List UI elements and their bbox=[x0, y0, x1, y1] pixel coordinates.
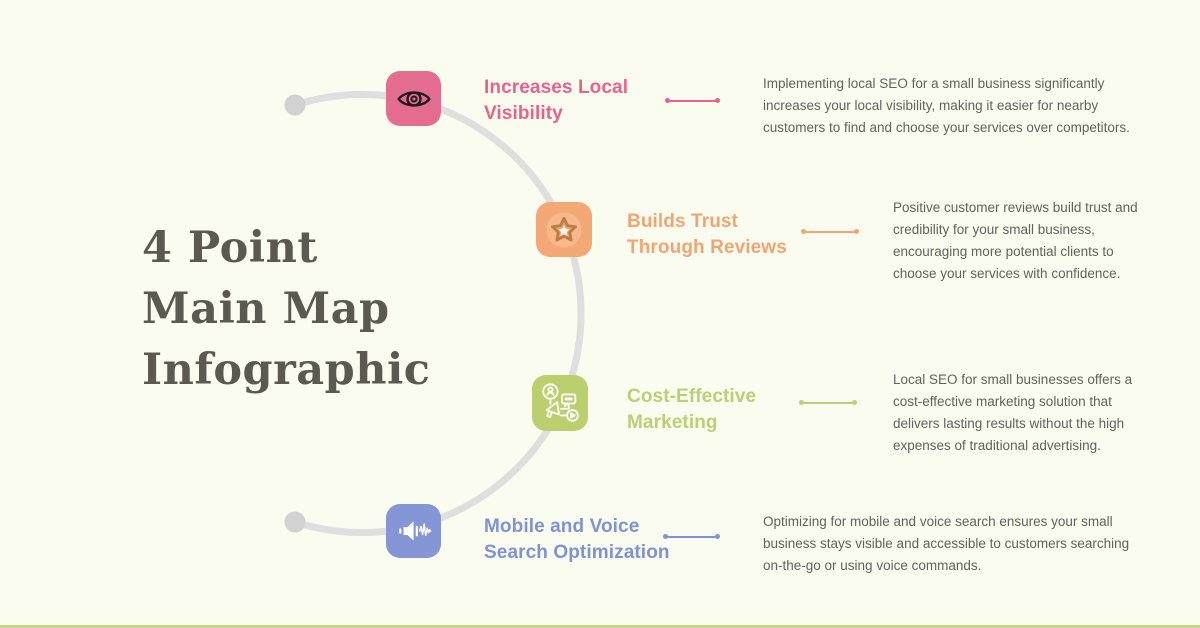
point-1-connector-arrow bbox=[665, 98, 720, 103]
point-4-title: Mobile and Voice Search Optimization bbox=[484, 516, 670, 563]
eye-icon bbox=[386, 71, 441, 126]
point-1-description: Implementing local SEO for a small busin… bbox=[763, 76, 1130, 135]
point-3-description: Local SEO for small businesses offers a … bbox=[893, 372, 1133, 453]
arc-start-dot bbox=[284, 94, 306, 116]
arc-end-dot bbox=[284, 511, 306, 533]
point-2-description: Positive customer reviews build trust an… bbox=[893, 200, 1138, 281]
marketing-megaphone-icon bbox=[532, 375, 588, 431]
main-title: 4 Point Main Map Infographic bbox=[142, 218, 431, 401]
main-title-line1: 4 Point bbox=[142, 223, 318, 273]
point-4-description: Optimizing for mobile and voice search e… bbox=[763, 514, 1130, 573]
point-1-title: Increases Local Visibility bbox=[484, 77, 629, 124]
main-title-line3: Infographic bbox=[142, 345, 431, 395]
star-badge-icon bbox=[536, 202, 592, 257]
main-title-line2: Main Map bbox=[142, 284, 390, 334]
point-2-connector-arrow bbox=[801, 229, 859, 234]
speaker-waveform-icon bbox=[386, 504, 441, 558]
point-3-connector-arrow bbox=[799, 400, 857, 405]
point-2-title: Builds Trust Through Reviews bbox=[627, 211, 787, 258]
point-4-connector-arrow bbox=[663, 534, 720, 539]
point-3-title: Cost-Effective Marketing bbox=[627, 386, 757, 433]
bottom-accent-strip bbox=[0, 625, 1200, 628]
